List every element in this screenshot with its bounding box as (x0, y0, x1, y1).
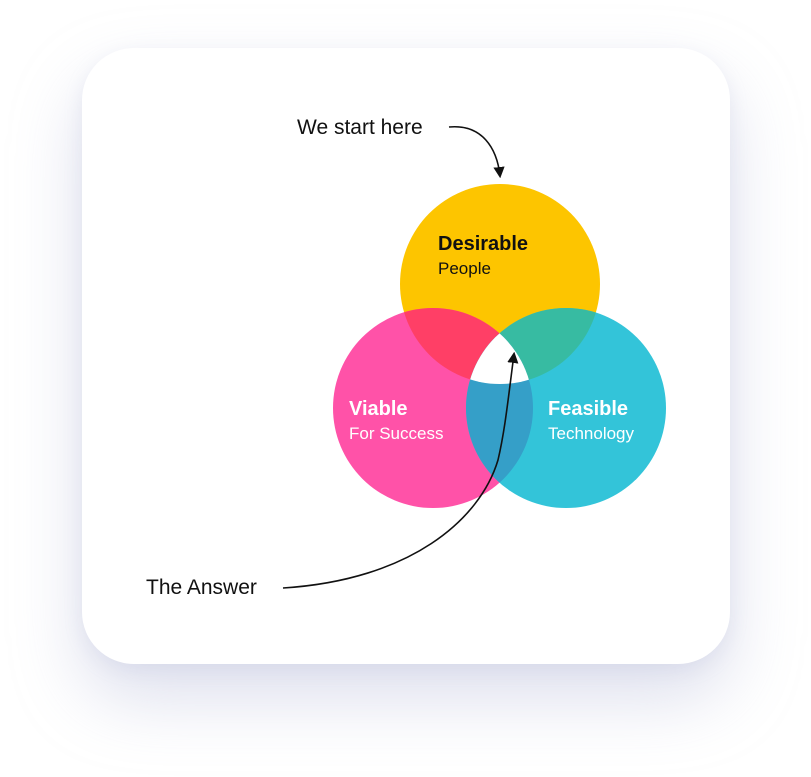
top-annotation: We start here (297, 116, 423, 139)
bottom-arrow (282, 351, 519, 589)
feasible-title: Feasible (548, 398, 628, 420)
bottom-annotation: The Answer (146, 576, 257, 599)
desirable-subtitle: People (438, 259, 491, 278)
viable-title: Viable (349, 398, 408, 420)
desirable-title: Desirable (438, 233, 528, 255)
feasible-subtitle: Technology (548, 424, 635, 443)
viable-subtitle: For Success (349, 424, 443, 443)
top-arrow (448, 126, 505, 179)
